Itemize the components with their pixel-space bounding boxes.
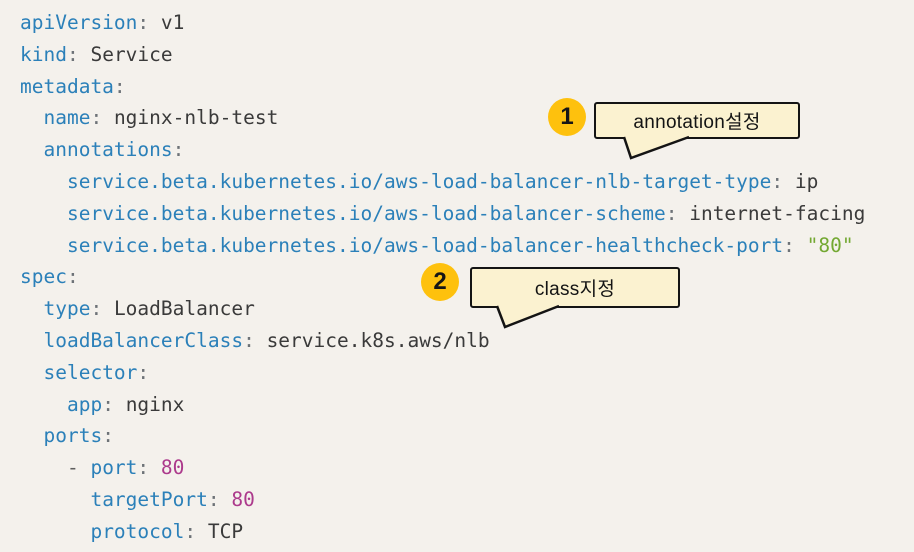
code-token-value: nginx (113, 392, 185, 416)
code-token-key: spec (20, 265, 67, 289)
callout-2-bubble-tail-icon (495, 304, 560, 329)
code-token (20, 202, 67, 225)
code-token (20, 170, 67, 193)
code-token-punctuation: : (783, 233, 795, 257)
code-token-value: TCP (196, 519, 244, 543)
code-token-key: apiVersion (20, 11, 138, 34)
code-token-punctuation: : (137, 360, 150, 384)
code-token-punctuation: : (172, 138, 185, 162)
code-token-key: service.beta.kubernetes.io/aws-load-bala… (66, 169, 772, 193)
code-token-value: ip (783, 169, 819, 193)
code-token (20, 520, 90, 543)
code-token-punctuation: : (665, 201, 678, 225)
code-token-key: type (43, 297, 91, 321)
code-token-key: app (66, 392, 103, 416)
code-token-key: port (90, 456, 138, 480)
code-token-punctuation: : (184, 519, 197, 543)
callout-2-bubble: class지정 (470, 267, 680, 329)
code-line: type: LoadBalancer (20, 293, 914, 325)
code-token-key: kind (20, 42, 67, 66)
code-line: service.beta.kubernetes.io/aws-load-bala… (20, 198, 914, 230)
code-token-string: "80" (806, 233, 854, 257)
code-token-punctuation: : (771, 169, 784, 193)
code-token-key: annotations (43, 138, 173, 162)
code-token-key: loadBalancerClass (43, 328, 244, 352)
code-token (20, 329, 43, 352)
code-token-punctuation: : (113, 74, 126, 98)
code-token-value: v1 (149, 11, 185, 34)
code-token (20, 234, 67, 257)
code-token-key: selector (43, 360, 138, 384)
code-line: service.beta.kubernetes.io/aws-load-bala… (20, 230, 914, 262)
code-token (20, 106, 43, 129)
code-token-punctuation: : (90, 297, 103, 321)
code-token-punctuation: : (66, 265, 79, 289)
code-token (20, 361, 43, 384)
code-line: ports: (20, 420, 914, 452)
code-token (20, 424, 43, 447)
code-token-punctuation: : (137, 456, 150, 480)
code-line: - port: 80 (20, 452, 914, 484)
code-token-punctuation: : (102, 424, 114, 448)
code-token-value: Service (78, 42, 173, 66)
code-line: app: nginx (20, 389, 914, 421)
code-token-value: nginx-nlb-test (102, 106, 279, 130)
code-token-punctuation: : (137, 11, 150, 34)
code-token-value: internet-facing (677, 201, 866, 225)
code-token-key: service.beta.kubernetes.io/aws-load-bala… (66, 233, 784, 257)
callout-2-label: class지정 (534, 279, 616, 300)
code-line: metadata: (20, 71, 914, 103)
code-line: apiVersion: v1 (20, 7, 914, 39)
code-token (20, 456, 67, 479)
code-token-number: 80 (160, 456, 185, 480)
code-token-dash: - (66, 456, 91, 480)
code-token (20, 297, 43, 320)
code-token-key: ports (43, 424, 103, 448)
code-line: targetPort: 80 (20, 484, 914, 516)
code-token-value (149, 456, 161, 479)
code-token (20, 393, 67, 416)
code-token (20, 138, 43, 161)
code-token (20, 488, 90, 511)
callout-1-bubble: annotation설정 (594, 102, 800, 160)
code-token-key: targetPort (90, 487, 208, 511)
code-token-punctuation: : (90, 106, 103, 130)
callout-1-number-badge: 1 (548, 98, 586, 136)
callout-1-bubble-tail-icon (622, 135, 690, 160)
code-line: protocol: TCP (20, 516, 914, 548)
code-line: selector: (20, 357, 914, 389)
code-line: annotations: (20, 134, 914, 166)
code-token-key: protocol (90, 519, 185, 543)
code-token-punctuation: : (207, 487, 220, 511)
code-line: kind: Service (20, 39, 914, 71)
callout-1-label: annotation설정 (633, 112, 761, 133)
code-token-value: LoadBalancer (102, 297, 255, 321)
code-token-punctuation: : (102, 392, 114, 416)
code-line: loadBalancerClass: service.k8s.aws/nlb (20, 325, 914, 357)
code-line: spec: (20, 261, 914, 293)
callout-2-number-badge: 2 (421, 263, 459, 301)
code-token-value (220, 488, 232, 511)
code-line: name: nginx-nlb-test (20, 102, 914, 134)
code-token-key: service.beta.kubernetes.io/aws-load-bala… (66, 201, 666, 225)
code-token-punctuation: : (243, 328, 255, 352)
code-line: service.beta.kubernetes.io/aws-load-bala… (20, 166, 914, 198)
code-token-value (795, 234, 807, 257)
code-token-punctuation: : (66, 42, 79, 66)
code-token-value: service.k8s.aws/nlb (254, 328, 490, 352)
code-token-number: 80 (231, 487, 255, 511)
code-token-key: name (43, 106, 91, 130)
code-token-key: metadata (20, 74, 114, 98)
